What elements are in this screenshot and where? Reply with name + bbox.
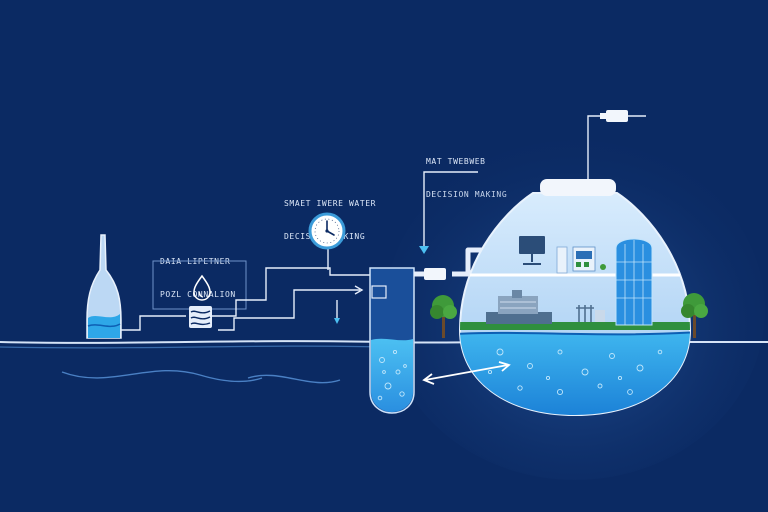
middle-label-line2: DECISION MAKING [284, 232, 366, 241]
middle-label-line1: SMAET IWERE WATER [284, 199, 377, 208]
bottle-icon [86, 234, 122, 339]
ripple-line-2 [247, 374, 341, 384]
water-drop-icon [193, 274, 211, 301]
left-label-line2: POZL CONNALION [160, 290, 236, 299]
decision-label-middle: SMAET IWERE WATER DECISION MAKING [284, 176, 376, 264]
filter-block-icon [189, 306, 212, 328]
data-connection-lines [121, 246, 386, 331]
control-panel-icon [556, 246, 606, 274]
monitor-icon [519, 236, 545, 265]
ripple-line-1 [61, 369, 263, 383]
tree-icon-right [681, 293, 708, 338]
gauge-clock-icon [308, 212, 346, 250]
test-tube-icon [369, 267, 415, 414]
building-icon [615, 238, 653, 326]
factory-icon [486, 290, 605, 324]
ground-line-shadow [0, 345, 381, 349]
arrow-down-to-pipe [419, 246, 429, 254]
sensor-probe-icon [600, 110, 628, 122]
double-arrow-icon [422, 361, 511, 385]
top-label-line1: MAT TWEBWEB [426, 157, 486, 166]
tree-icon [430, 295, 457, 338]
arrow-drop-small [334, 318, 340, 324]
arrow-into-tube [354, 285, 364, 295]
